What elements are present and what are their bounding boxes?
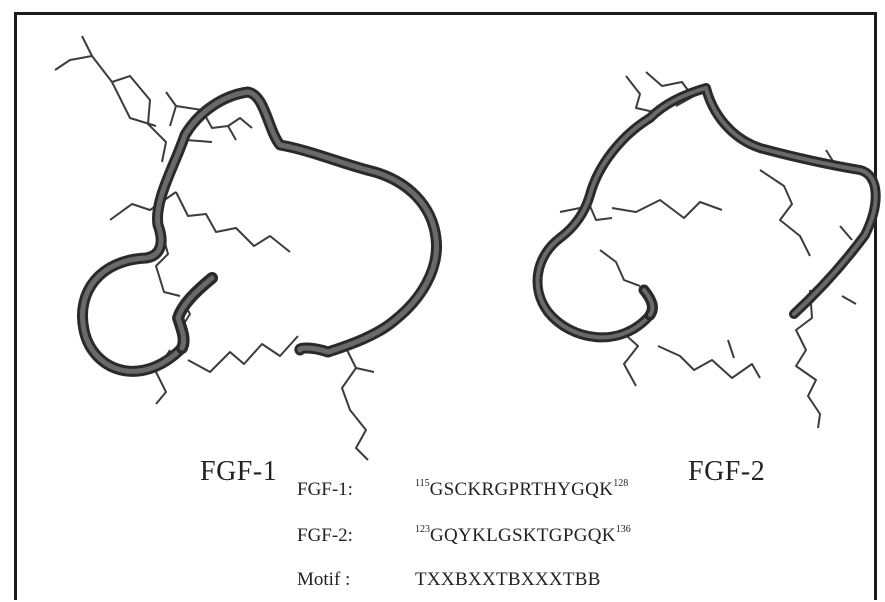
fgf1-label: FGF-1 xyxy=(200,456,278,487)
sequence-end: 136 xyxy=(615,524,631,535)
fgf1-structure xyxy=(54,35,443,461)
sequence-end: 128 xyxy=(613,478,629,489)
motif-name: Motif : xyxy=(297,569,351,590)
sequence-start: 115 xyxy=(415,478,430,489)
sequence-residues: GSCKRGPRTHYGQK xyxy=(429,479,614,500)
fgf2-structure xyxy=(532,71,881,429)
sequence-start: 123 xyxy=(415,524,430,535)
motif-residues: TXXBXXTBXXXTBB xyxy=(415,569,601,590)
motif-row: Motif : TXXBXXTBXXXTBB xyxy=(297,568,601,591)
fgf1-backbone xyxy=(77,86,443,377)
sequence-name: FGF-1: xyxy=(297,479,353,500)
sequence-row: FGF-2: 123GQYKLGSKTGPGQK136 xyxy=(297,524,631,547)
sequence-name: FGF-2: xyxy=(297,525,353,546)
fgf2-label: FGF-2 xyxy=(688,456,766,487)
fgf2-sidechains xyxy=(559,71,873,429)
fgf2-backbone xyxy=(532,83,881,343)
figure-frame xyxy=(14,12,877,600)
sequence-residues: GQYKLGSKTGPGQK xyxy=(430,525,616,546)
sequence-row: FGF-1: 115GSCKRGPRTHYGQK128 xyxy=(297,478,628,501)
